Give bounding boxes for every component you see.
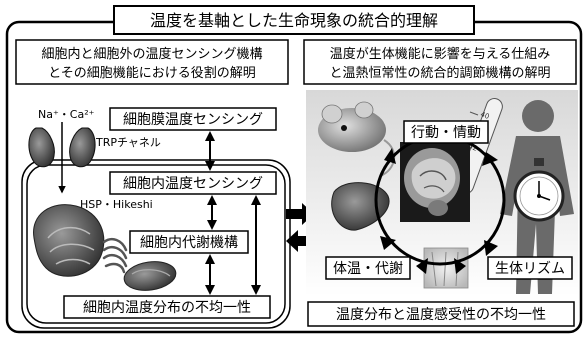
svg-text:42: 42 [467,142,478,153]
cell-inner-membrane [26,164,286,324]
mitochondria-icon [123,261,177,291]
right-heading-line2: と温熱恒常性の統合的調節機構の解明 [329,65,550,81]
heterogeneity-label: 温度分布と温度感受性の不均一性 [336,306,546,323]
membrane-sensing-box [109,107,277,131]
intracellular-sensing-box [109,171,277,195]
heterogeneity-box [307,301,575,327]
left-heading-box [15,39,289,85]
distribution-label: 細胞内温度分布の不均一性 [83,300,251,316]
behavior-box [403,120,489,144]
rhythm-label: 生体リズム [495,261,565,277]
cycle-arrowhead [484,240,498,256]
svg-text:40: 40 [479,110,490,121]
left-heading-line1: 細胞内と細胞外の温度センシング機構 [41,46,262,62]
distribution-box [63,295,271,319]
title-box [113,5,475,35]
trp-channel-icon [28,127,96,168]
cycle-arrowhead [416,258,428,274]
cycle-arrowhead [380,236,396,250]
brain-mri-icon [400,142,470,222]
cycle-arrowhead [482,152,498,166]
mitochondria-icon [33,204,105,277]
rat-icon [318,101,395,177]
body-temp-label: 体温・代謝 [333,261,403,277]
stopwatch-icon [513,158,565,222]
metabolism-box [129,230,249,254]
rhythm-box [487,256,573,280]
metabolism-label: 細胞内代謝機構 [140,235,238,251]
body-temp-box [325,256,411,280]
cycle-arrowhead [454,258,466,274]
page-title: 温度を基軸とした生命現象の統合的理解 [150,11,438,30]
right-heading-box [303,39,577,85]
right-heading-line1: 温度が生体機能に影響を与える仕組み [330,46,551,62]
cycle-arrowhead [384,148,396,164]
golgi-icon [102,238,128,274]
membrane-sensing-label: 細胞膜温度センシング [123,112,263,128]
behavior-label: 行動・情動 [411,125,481,141]
trp-label: TRPチャネル [95,136,161,149]
ion-label: Na⁺・Ca²⁺ [38,108,95,121]
arrow-left-thick [286,230,314,252]
hsp-label: HSP・Hikeshi [80,198,153,211]
left-heading-line2: とその細胞機能における役割の解明 [48,65,256,81]
intracellular-sensing-label: 細胞内温度センシング [123,176,263,192]
